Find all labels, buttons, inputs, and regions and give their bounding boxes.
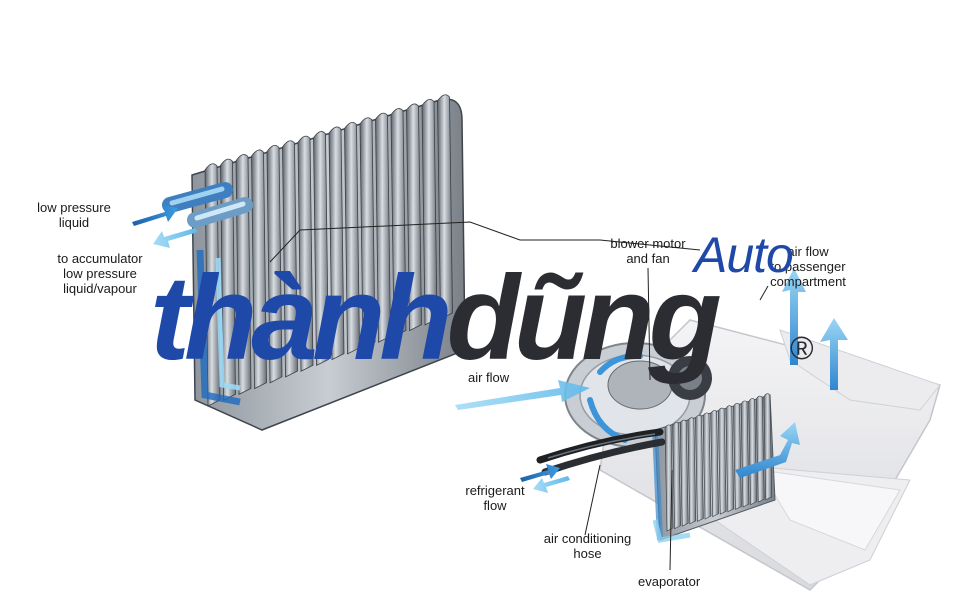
- evaporator-fin: [672, 422, 681, 530]
- watermark-part1: thành: [150, 251, 453, 385]
- watermark-auto: Auto: [694, 226, 794, 284]
- evaporator-fin: [266, 144, 283, 384]
- evaporator-fin: [297, 135, 314, 372]
- evaporator-fin: [740, 400, 750, 508]
- label-line: blower motor: [610, 236, 686, 251]
- evaporator-fin: [679, 419, 689, 527]
- air-flow-up-arrow-1: [820, 318, 848, 390]
- label-line: flow: [483, 498, 507, 513]
- evaporator-fin: [421, 98, 438, 326]
- label-line: air flow: [787, 244, 829, 259]
- label-evaporator: evaporator: [638, 574, 700, 589]
- registered-mark: ®: [790, 330, 814, 367]
- label-line: low pressure: [63, 266, 137, 281]
- evaporator-fin: [755, 395, 765, 503]
- leader-lines: [269, 221, 769, 571]
- evaporator-fin: [717, 407, 727, 515]
- evaporator-fin: [328, 126, 345, 361]
- accumulator-return-arrow: [153, 228, 198, 248]
- watermark-auto-text: Auto: [694, 227, 794, 283]
- label-line: hose: [573, 546, 602, 561]
- label-line: liquid: [58, 215, 90, 230]
- evaporator-core: [652, 393, 776, 543]
- label-line: and fan: [626, 251, 670, 266]
- evaporator-fin: [406, 103, 422, 332]
- evaporator-fin: [282, 140, 298, 378]
- evaporator-fin: [437, 94, 453, 320]
- air-flow-through-evaporator-arrow: [735, 422, 800, 478]
- registered-mark-text: ®: [790, 330, 814, 366]
- evaporator-fin: [748, 398, 757, 506]
- label-line: low pressure: [37, 200, 111, 215]
- watermark-logo: thànhdũng: [150, 258, 722, 378]
- label-line: to passenger: [770, 259, 846, 274]
- evaporator-fin: [251, 149, 267, 390]
- label-blower-motor: blower motor and fan: [598, 236, 698, 266]
- label-air-flow-passenger: air flow to passenger compartment: [758, 244, 858, 289]
- blower-fan: [564, 342, 712, 448]
- label-line: evaporator: [638, 574, 701, 589]
- evaporator-fin: [725, 405, 735, 513]
- label-line: air flow: [468, 370, 510, 385]
- evaporator-fin: [710, 410, 719, 518]
- label-to-accumulator: to accumulator low pressure liquid/vapou…: [40, 251, 160, 296]
- evaporator-fin: [763, 393, 773, 501]
- evaporator-fin: [733, 402, 742, 510]
- label-line: air conditioning: [543, 531, 632, 546]
- label-air-flow: air flow: [468, 370, 509, 385]
- label-refrigerant-flow: refrigerant flow: [455, 483, 535, 513]
- label-line: refrigerant: [465, 483, 525, 498]
- evaporator-fin: [390, 108, 407, 338]
- evaporator-fin: [344, 121, 360, 355]
- label-line: compartment: [770, 274, 846, 289]
- label-line: liquid/vapour: [63, 281, 137, 296]
- evaporator-fin: [375, 112, 391, 343]
- label-line: to accumulator: [57, 251, 143, 266]
- refrigerant-in-arrow: [520, 464, 560, 482]
- watermark-part2: dũng: [446, 251, 722, 385]
- refrigerant-out-arrow: [533, 476, 570, 493]
- evaporator-fin: [687, 417, 697, 525]
- evaporator-fin: [313, 131, 329, 367]
- air-flow-up-arrow-2: [782, 268, 806, 365]
- label-low-pressure-liquid: low pressure liquid: [24, 200, 124, 230]
- evaporator-pipes: [162, 182, 253, 228]
- evaporator-fin: [359, 117, 376, 349]
- low-pressure-liquid-arrow: [132, 205, 178, 226]
- evaporator-fin: [695, 414, 704, 522]
- evaporator-fin: [702, 412, 712, 520]
- air-flow-arrow: [455, 380, 590, 410]
- label-ac-hose: air conditioning hose: [530, 531, 645, 561]
